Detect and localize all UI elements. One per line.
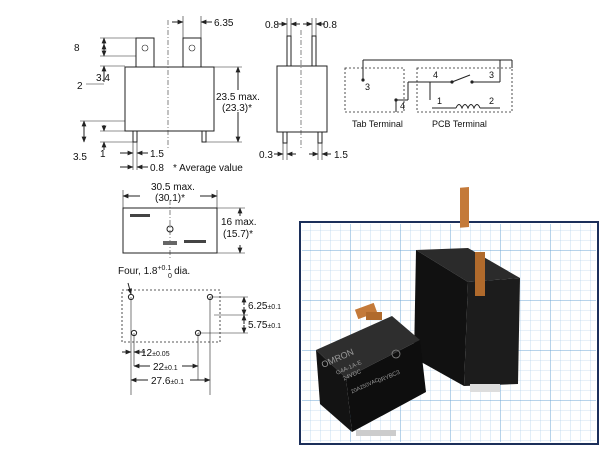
dim-15-7-avg: (15.7)*: [223, 229, 253, 240]
pcb-dim-5-75: 5.75±0.1: [248, 320, 281, 331]
relay-product-photo: [299, 186, 599, 445]
dim-6-35: 6.35: [214, 18, 234, 29]
side-view-drawing: [80, 16, 242, 170]
pcb-hole-note: Four, 1.8+0.1 dia.: [118, 265, 190, 277]
schematic-pin-4-tab: 4: [400, 101, 405, 111]
tab-terminal-left: [135, 37, 155, 69]
dim-8: 8: [74, 43, 80, 54]
schematic-pin-4-pcb: 4: [433, 70, 438, 80]
schematic-pin-3-pcb: 3: [489, 70, 494, 80]
pcb-hole-tol-lower: 0: [168, 273, 172, 280]
dim-30-5-max: 30.5 max.: [151, 182, 195, 193]
tab-end-right: [311, 35, 317, 67]
relay-body-side: [124, 66, 215, 132]
end-dim-0-8-left: 0.8: [265, 20, 279, 31]
dim-3-4: 3.4: [96, 73, 110, 84]
schematic-pin-3-tab: 3: [365, 82, 370, 92]
pcb-dim-12: 12±0.05: [141, 348, 170, 359]
top-view-drawing: [122, 190, 245, 260]
dim-2: 2: [77, 81, 83, 92]
tab-terminal-right: [182, 37, 202, 69]
dim-23-5-max: 23.5 max.: [216, 92, 260, 103]
end-view-drawing: [274, 18, 331, 160]
dim-3-5: 3.5: [73, 152, 87, 163]
pcb-dim-27-6: 27.6±0.1: [151, 376, 184, 387]
end-dim-0-8-right: 0.8: [323, 20, 337, 31]
dim-1: 1: [100, 149, 106, 160]
pcb-terminal-label: PCB Terminal: [432, 119, 487, 129]
tab-terminal-label: Tab Terminal: [352, 119, 403, 129]
dim-23-3-avg: (23.3)*: [222, 103, 252, 114]
average-value-note: * Average value: [173, 163, 243, 174]
terminal-schematic: [344, 59, 513, 113]
end-dim-1-5: 1.5: [334, 150, 348, 161]
schematic-pin-1: 1: [437, 96, 442, 106]
tab-end-left: [286, 35, 292, 67]
dim-30-1-avg: (30.1)*: [155, 193, 185, 204]
schematic-pin-2: 2: [489, 96, 494, 106]
end-dim-0-3: 0.3: [259, 150, 273, 161]
dim-16-max: 16 max.: [221, 217, 257, 228]
pcb-hole-layout: [121, 282, 248, 395]
relay-body-end: [276, 65, 328, 133]
dim-0-8: 0.8: [150, 163, 164, 174]
dim-1-5: 1.5: [150, 149, 164, 160]
pcb-dim-22: 22±0.1: [153, 362, 178, 373]
pcb-dim-6-25: 6.25±0.1: [248, 301, 281, 312]
